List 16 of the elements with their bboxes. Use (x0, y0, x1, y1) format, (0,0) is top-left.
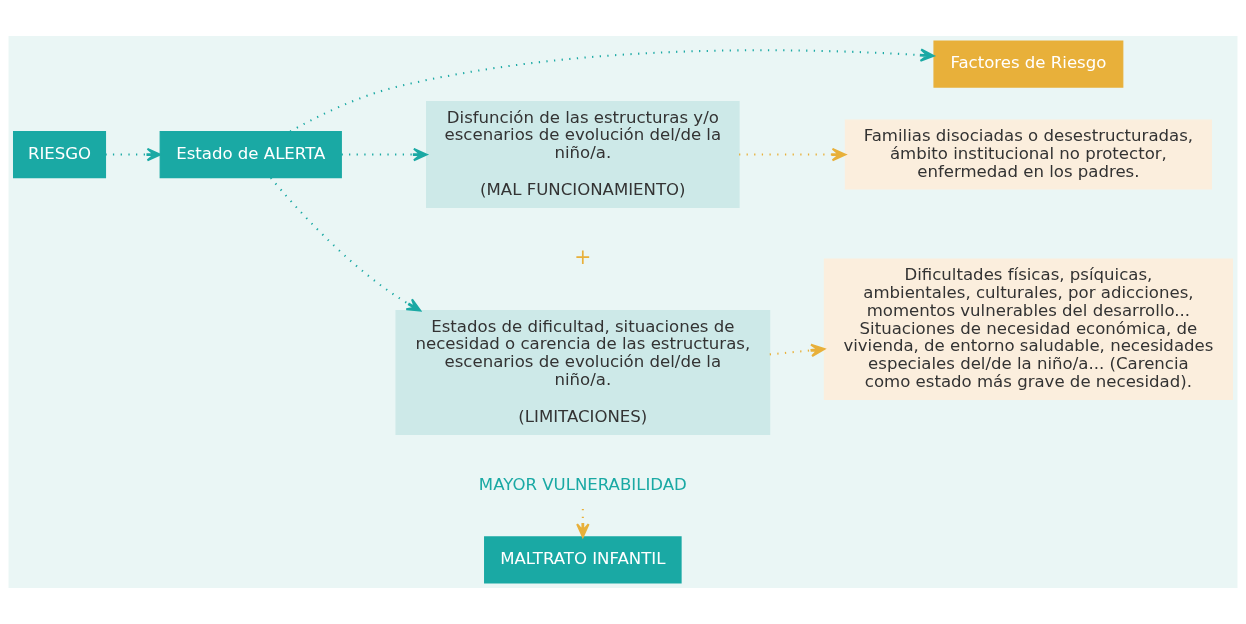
arrow (769, 343, 826, 358)
node-box: Dificultades físicas, psíquicas, ambientales, culturales, por adicciones, momentos vulnerables del desarrollo... Situaciones de necesidad económica, de vivienda, de entorno saludable, necesidades especiales del/de la niño/a... (Carencia como estado más grave de necesidad). (823, 258, 1233, 400)
node-box: Familias disociadas o desestructuradas, ámbito institucional no protector, enfermedad en los padres. (844, 119, 1212, 190)
arrow (739, 147, 847, 162)
arrow (105, 147, 162, 162)
node-box: Disfunción de las estructuras y/o escenarios de evolución del/de la niño/a. (MAL FUNCIONAMIENTO) (426, 101, 740, 209)
node-text: MAYOR VULNERABILIDAD (478, 475, 687, 495)
node-box: MALTRATO INFANTIL (484, 536, 682, 584)
label: + (574, 244, 592, 269)
node-box: Estados de dificultad, situaciones de necesidad o carencia de las estructuras, escenarios de evolución del/de la niño/a. (LIMITACIONES) (395, 310, 771, 435)
node-box: RIESGO (13, 130, 107, 179)
arrow (341, 147, 428, 162)
node-box: Estado de ALERTA (159, 130, 342, 179)
arrow (270, 177, 422, 312)
node-box: Factores de Riesgo (933, 40, 1124, 88)
arrow (289, 48, 935, 133)
